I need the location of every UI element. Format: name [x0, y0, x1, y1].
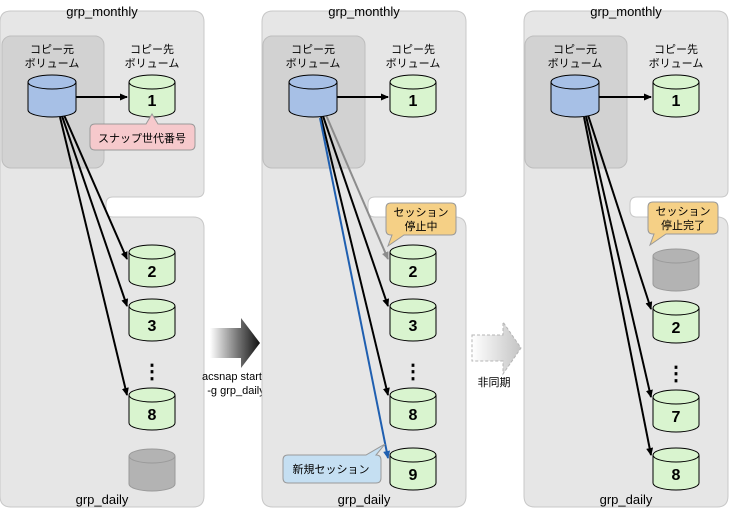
callout-session-stopped: セッション 停止完了 — [647, 201, 719, 247]
arrow-to-gen-8 — [583, 116, 654, 456]
source-volume-icon — [27, 74, 77, 118]
callout-session-stopping: セッション 停止中 — [385, 202, 457, 248]
svg-text:セッション: セッション — [394, 206, 449, 219]
panel-3: grp_monthly grp_daily コピー元 ボリューム コピー先 ボリ… — [523, 4, 729, 508]
svg-text:1: 1 — [409, 93, 418, 110]
snapshot-volume-2: 2 — [652, 300, 700, 344]
arrow-to-gen-8 — [59, 116, 129, 396]
svg-text:7: 7 — [672, 409, 681, 426]
svg-text:9: 9 — [409, 467, 418, 484]
group-bottom-label: grp_daily — [76, 492, 129, 507]
unused-volume-icon — [128, 448, 176, 492]
released-volume-icon — [652, 248, 700, 292]
svg-text:新規セッション: 新規セッション — [293, 462, 370, 476]
snapshot-volume-8: 8 — [652, 447, 700, 491]
snapshot-volume-1: 1 — [652, 74, 700, 118]
arrow-to-gen-3 — [322, 115, 390, 307]
group-top-label: grp_monthly — [66, 4, 138, 19]
source-label: コピー元 — [291, 43, 335, 56]
ellipsis: ⋮ — [666, 363, 686, 385]
source-label-2: ボリューム — [548, 57, 603, 70]
arrow-new-session — [319, 117, 391, 459]
snapshot-volume-9: 9 — [389, 447, 437, 491]
dest-label: コピー先 — [130, 43, 174, 56]
snapshot-volume-1: 1 — [128, 74, 176, 118]
svg-text:2: 2 — [672, 320, 681, 337]
group-top-label: grp_monthly — [328, 4, 400, 19]
source-label-2: ボリューム — [25, 57, 80, 70]
panel-2: grp_monthly grp_daily コピー元 ボリューム コピー先 ボリ… — [261, 4, 467, 508]
dest-label-2: ボリューム — [649, 57, 704, 70]
source-label: コピー元 — [553, 43, 597, 56]
svg-text:2: 2 — [148, 264, 157, 281]
ellipsis: ⋮ — [142, 361, 162, 383]
dest-label: コピー先 — [654, 43, 698, 56]
source-label: コピー元 — [30, 43, 74, 56]
callout-new-session: 新規セッション — [282, 443, 386, 484]
svg-text:停止完了: 停止完了 — [661, 218, 705, 232]
group-top-label: grp_monthly — [590, 4, 662, 19]
dest-label-2: ボリューム — [125, 57, 180, 70]
command-label: acsnap start — [202, 371, 262, 383]
group-bottom-label: grp_daily — [600, 492, 653, 507]
panel-1: grp_monthly grp_daily コピー元 ボリューム コピー先 ボリ… — [0, 4, 205, 508]
transition-arrow-2: 非同期 — [471, 320, 522, 389]
svg-text:セッション: セッション — [656, 205, 711, 218]
ellipsis: ⋮ — [403, 361, 423, 383]
source-volume-icon — [550, 74, 600, 118]
svg-text:8: 8 — [672, 467, 681, 484]
snapshot-volume-3: 3 — [128, 298, 176, 342]
svg-text:3: 3 — [148, 318, 157, 335]
arrow-to-gen-7 — [585, 115, 653, 398]
transition-arrow-1: acsnap start -g grp_daily — [202, 318, 265, 397]
arrow-to-gen-8 — [320, 116, 390, 396]
command-label-2: -g grp_daily — [207, 385, 265, 397]
snapshot-volume-2: 2 — [128, 244, 176, 288]
svg-text:1: 1 — [672, 93, 681, 110]
svg-text:1: 1 — [148, 93, 157, 110]
svg-text:8: 8 — [148, 407, 157, 424]
callout-generation-number: スナップ世代番号 — [89, 113, 196, 151]
arrow-stopped-session — [325, 114, 389, 260]
svg-text:8: 8 — [409, 407, 418, 424]
svg-text:停止中: 停止中 — [405, 219, 438, 233]
snapshot-volume-8: 8 — [128, 387, 176, 431]
snapshot-volume-8: 8 — [389, 387, 437, 431]
snapshot-volume-2: 2 — [389, 244, 437, 288]
source-volume-icon — [288, 74, 338, 118]
svg-text:2: 2 — [409, 264, 418, 281]
svg-text:スナップ世代番号: スナップ世代番号 — [98, 132, 186, 145]
source-label-2: ボリューム — [286, 57, 341, 70]
group-bottom-label: grp_daily — [338, 492, 391, 507]
svg-text:3: 3 — [409, 318, 418, 335]
dest-label: コピー先 — [391, 43, 435, 56]
arrow-to-gen-2 — [587, 114, 653, 310]
snapshot-volume-7: 7 — [652, 389, 700, 433]
snapshot-volume-1: 1 — [389, 74, 437, 118]
snapshot-volume-3: 3 — [389, 298, 437, 342]
async-label: 非同期 — [478, 376, 511, 389]
dest-label-2: ボリューム — [386, 57, 441, 70]
arrow-to-gen-2 — [63, 114, 128, 260]
arrow-to-gen-3 — [61, 115, 129, 307]
